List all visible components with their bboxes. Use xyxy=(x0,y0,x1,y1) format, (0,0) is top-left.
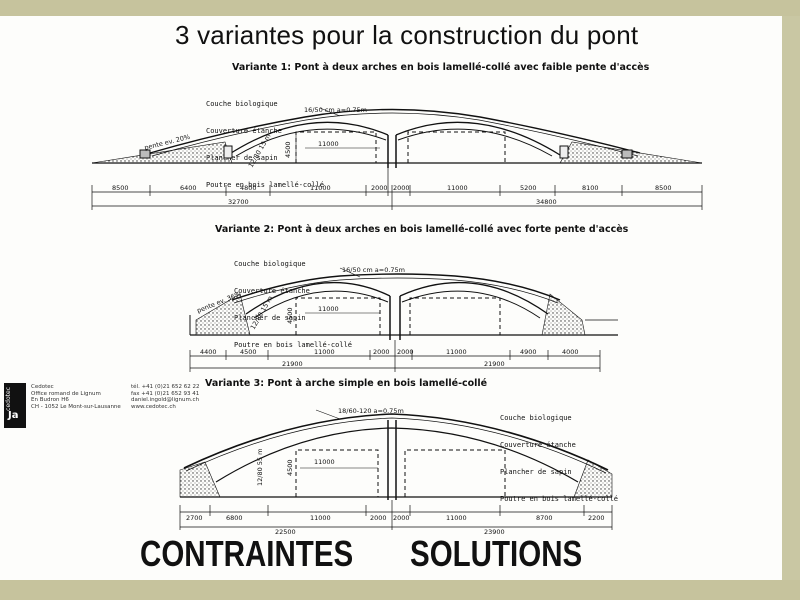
total-label: 21900 xyxy=(484,360,505,368)
total-label: 34800 xyxy=(536,198,557,206)
layer-item: Couverture étanche xyxy=(500,441,576,449)
layer-item: Couche biologique xyxy=(206,100,278,108)
phone-line: tél. +41 (0)21 652 62 22 xyxy=(131,384,200,390)
variant-3-title: Variante 3: Pont à arche simple en bois … xyxy=(205,378,488,389)
dim-label: 4000 xyxy=(562,348,579,356)
dim-label: 2000 xyxy=(397,348,414,356)
variant-3-labels: 18/60-120 a=0.75m 4500 11000 12/80 55 m … xyxy=(186,407,605,536)
dim-label: 4500 xyxy=(240,348,257,356)
dim-label: 8100 xyxy=(582,184,599,192)
variant-1-title: Variante 1: Pont à deux arches en bois l… xyxy=(232,62,650,73)
address-line: En Budron H6 xyxy=(31,397,69,404)
total-label: 22500 xyxy=(275,528,296,536)
dim-label: 2000 xyxy=(393,514,410,522)
variant-1-drawing xyxy=(91,107,703,210)
dim-label: 8500 xyxy=(112,184,129,192)
total-label: 32700 xyxy=(228,198,249,206)
dim-label: 11000 xyxy=(447,184,468,192)
dim-label: 11000 xyxy=(446,348,467,356)
dim-label: 4900 xyxy=(520,348,537,356)
dim-label: 6800 xyxy=(226,514,243,522)
variant-2-labels: 16/50 cm a=0.75m pente ev. 36% 4500 1100… xyxy=(196,266,579,368)
address-line: Cedotec xyxy=(31,384,54,390)
website-line: www.cedotec.ch xyxy=(131,403,176,410)
bottom-frame-band xyxy=(0,580,800,600)
section-label: 16/50 cm a=0.75m xyxy=(304,106,367,114)
height-label: 4500 xyxy=(286,459,294,476)
span-label: 11000 xyxy=(318,140,339,148)
layer-item: Poutre en bois lamellé-collé xyxy=(500,495,619,503)
dim-label: 4400 xyxy=(200,348,217,356)
address-line: Office romand de Lignum xyxy=(31,390,101,397)
dim-label: 2000 xyxy=(393,184,410,192)
dim-label: 8500 xyxy=(655,184,672,192)
top-frame-band xyxy=(0,0,800,16)
layer-item: Couverture étanche xyxy=(206,127,282,135)
dim-label: 8700 xyxy=(536,514,553,522)
span-label: 11000 xyxy=(318,305,339,313)
address-left: Cedotec Office romand de Lignum En Budro… xyxy=(31,384,121,410)
address-line: CH - 1052 Le Mont-sur-Lausanne xyxy=(31,403,121,410)
dim-label: 11000 xyxy=(310,184,331,192)
layer-item: Couverture étanche xyxy=(234,287,310,295)
layer-item: Poutre en bois lamellé-collé xyxy=(234,341,353,349)
address-right: tél. +41 (0)21 652 62 22 fax +41 (0)21 6… xyxy=(131,384,199,410)
email-line: daniel.ingold@lignum.ch xyxy=(131,397,200,404)
dim-label: 4800 xyxy=(240,184,257,192)
dim-label: 2000 xyxy=(370,514,387,522)
logo-mark: Ja xyxy=(8,410,19,421)
cedotec-logo: cedotec Ja xyxy=(4,383,26,428)
section-label: 18/60-120 a=0.75m xyxy=(338,407,404,415)
variant-2-layer-legend: Couche biologique Couverture étanche Pla… xyxy=(234,242,352,368)
total-label: 23900 xyxy=(484,528,505,536)
dim-label: 2200 xyxy=(588,514,605,522)
variant-3-drawing xyxy=(179,409,613,530)
section-label: 16/50 cm a=0.75m xyxy=(342,266,405,274)
logo-vertical-text: cedotec xyxy=(5,387,12,411)
dim-label: 11000 xyxy=(314,348,335,356)
dim-label: 11000 xyxy=(310,514,331,522)
layer-item: Plancher de sapin xyxy=(234,314,306,322)
dim-label: 11000 xyxy=(446,514,467,522)
dim-label: 2000 xyxy=(373,348,390,356)
layer-item: Couche biologique xyxy=(500,414,572,422)
variant-2-drawing xyxy=(189,267,618,372)
spacing-label: 12/80 15 m xyxy=(249,295,275,331)
layer-item: Couche biologique xyxy=(234,260,306,268)
slide-title: 3 variantes pour la construction du pont xyxy=(175,20,639,50)
total-label: 21900 xyxy=(282,360,303,368)
footer-solutions: SOLUTIONS xyxy=(410,533,583,574)
fax-line: fax +41 (0)21 652 93 41 xyxy=(131,390,200,397)
height-label: 4500 xyxy=(284,141,292,158)
dim-label: 5200 xyxy=(520,184,537,192)
layer-item: Poutre en bois lamellé-collé xyxy=(206,181,325,189)
height-label: 4500 xyxy=(286,307,294,324)
dim-label: 2000 xyxy=(371,184,388,192)
footer-contraintes: CONTRAINTES xyxy=(140,533,354,574)
dim-label: 2700 xyxy=(186,514,203,522)
variant-2-title: Variante 2: Pont à deux arches en bois l… xyxy=(215,224,629,235)
spacing-label: 12/80 55 m xyxy=(256,449,264,486)
span-label: 11000 xyxy=(314,458,335,466)
dim-label: 6400 xyxy=(180,184,197,192)
